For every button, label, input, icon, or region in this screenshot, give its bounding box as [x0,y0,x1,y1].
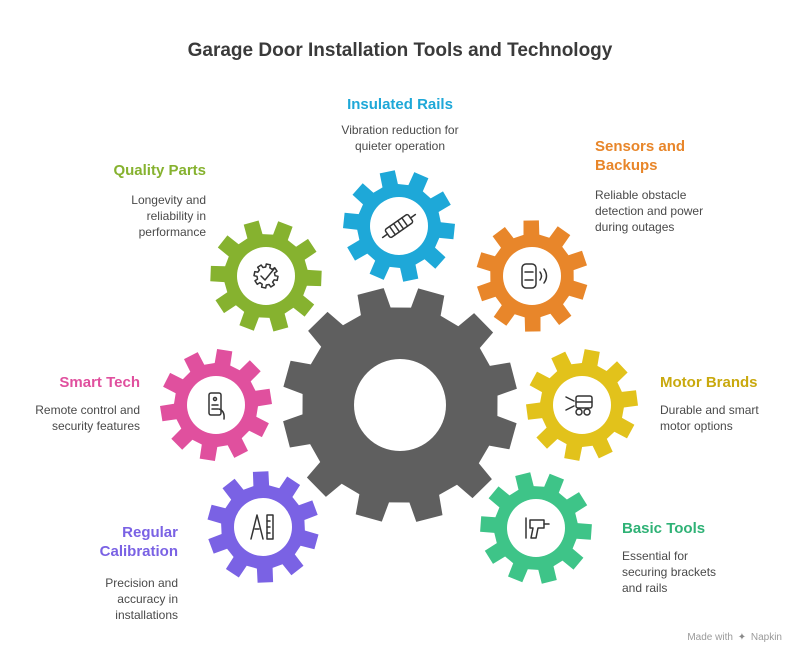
item-title: Basic Tools [622,520,706,537]
footer-made-with: Made with [687,632,733,643]
item-title: Smart Tech [59,374,140,391]
item-motor-brands: Motor Brands Durable and smart motor opt… [660,373,785,434]
drill-icon [525,517,550,539]
item-title: Quality Parts [113,162,206,179]
gear-check-icon [253,263,279,289]
napkin-logo-icon: ✦ [737,632,747,643]
footer-brand: Napkin [750,632,782,643]
item-description: Durable and smart motor options [660,403,759,433]
gear-regular-calibration [207,471,319,583]
item-basic-tools: Basic Tools Essential for securing brack… [622,519,752,596]
gear-smart-tech [160,349,272,461]
sensor-icon [521,263,548,289]
item-quality-parts: Quality Parts Longevity and reliability … [96,161,206,240]
item-description: Vibration reduction for quieter operatio… [341,123,459,153]
item-insulated-rails: Insulated Rails Vibration reduction for … [320,95,480,154]
motor-icon [565,395,593,416]
calipers-icon [250,514,274,540]
gear-basic-tools [480,472,592,584]
item-description: Reliable obstacle detection and power du… [595,188,704,234]
item-title: Insulated Rails [347,96,453,113]
item-sensors-backups: Sensors and Backups Reliable obstacle de… [595,137,725,235]
item-description: Longevity and reliability in performance [131,193,206,239]
item-description: Remote control and security features [35,403,140,433]
rail-icon [381,213,417,239]
gear-sensors-backups [476,220,588,332]
item-regular-calibration: Regular Calibration Precision and accura… [60,523,178,623]
gear-insulated-rails [343,170,455,282]
item-title: Motor Brands [660,374,758,391]
item-description: Precision and accuracy in installations [105,576,178,622]
gear-motor-brands [526,349,638,461]
item-smart-tech: Smart Tech Remote control and security f… [20,373,140,434]
footer-credit: Made with ✦ Napkin [687,632,782,643]
remote-icon [208,392,225,420]
item-title: Sensors and Backups [595,138,686,174]
item-description: Essential for securing brackets and rail… [622,549,717,595]
page-title: Garage Door Installation Tools and Techn… [187,40,613,61]
center-gear [283,288,517,522]
item-title: Regular Calibration [99,524,178,560]
gear-quality-parts [210,220,322,332]
